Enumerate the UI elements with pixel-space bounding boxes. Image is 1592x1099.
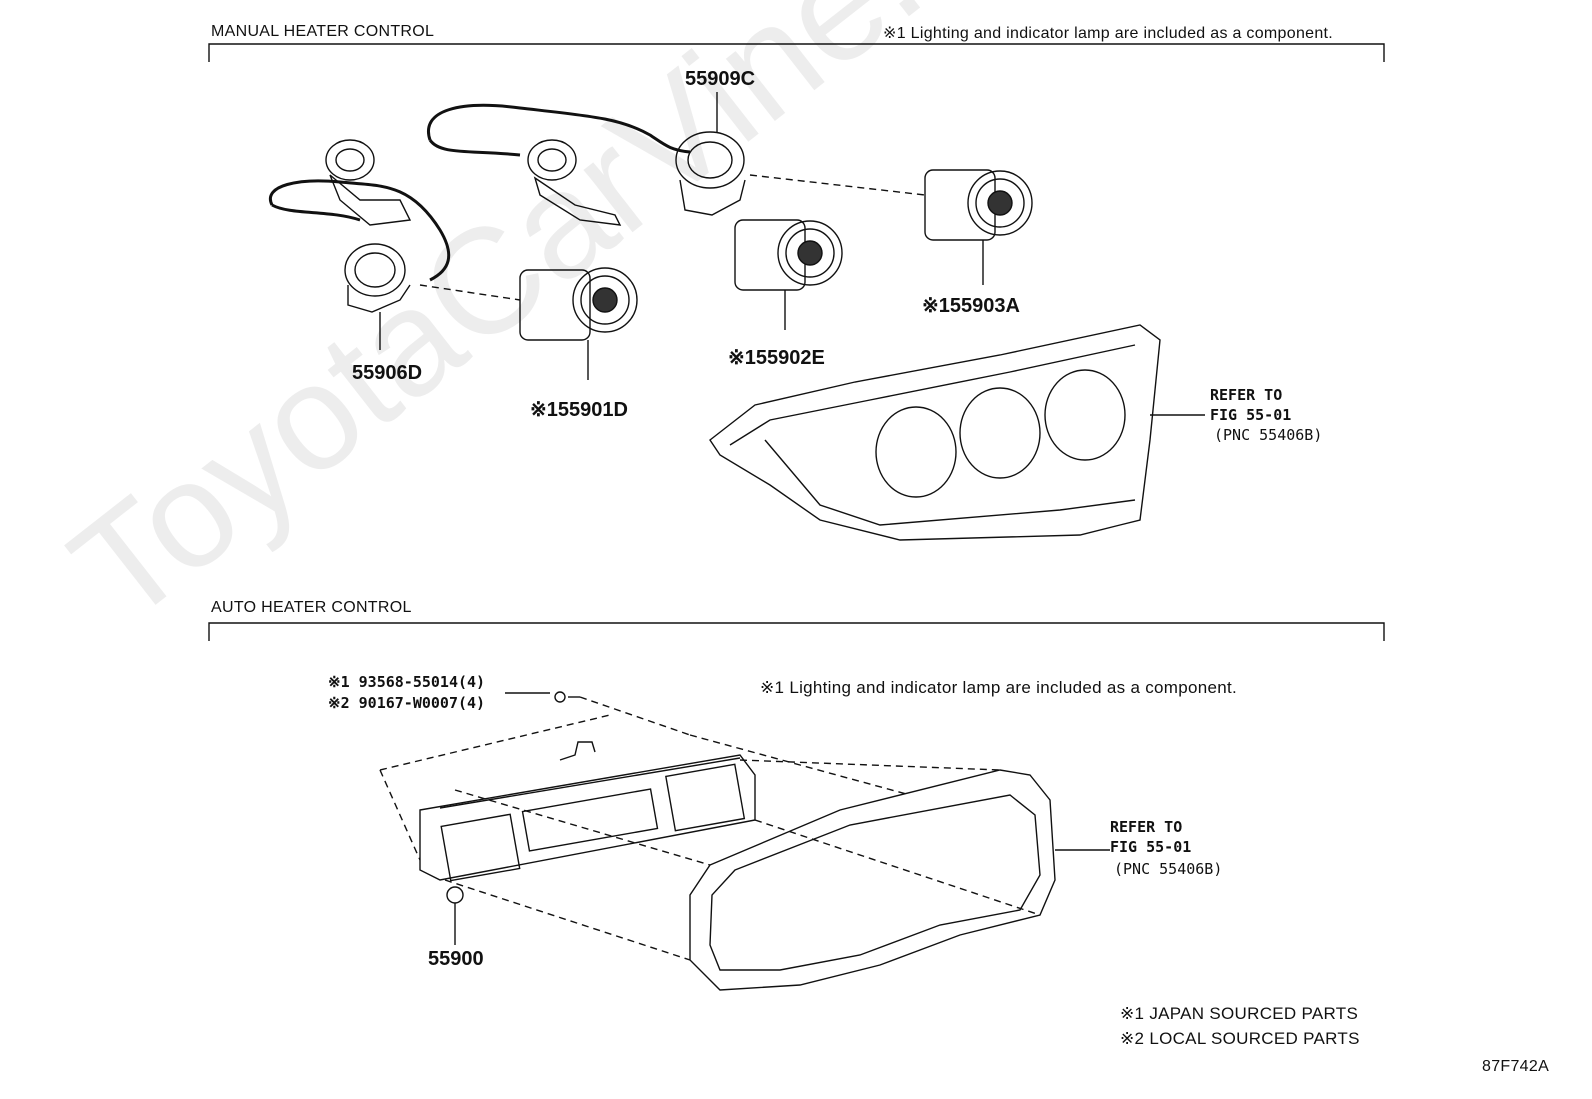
part-55906d-drawing: [344, 243, 411, 350]
knob-55901d-drawing: [519, 267, 638, 380]
part-label-55909c: 55909C: [685, 68, 756, 90]
part-label-55903a: ※155903A: [922, 295, 1020, 317]
screw-part-line1: ※1 93568-55014(4): [328, 673, 486, 691]
manual-dashed-leaders: [419, 174, 926, 301]
screw-drawing: [505, 691, 580, 703]
auto-refer-line2: FIG 55-01: [1110, 838, 1192, 856]
part-label-55906d: 55906D: [352, 362, 423, 384]
control-cables: [268, 103, 691, 282]
manual-bezel-panel: [709, 324, 1205, 541]
part-label-55900: 55900: [428, 948, 484, 970]
cable-bracket-left: [325, 139, 412, 226]
manual-refer-line1: REFER TO: [1210, 386, 1283, 404]
legend-local: ※2 LOCAL SOURCED PARTS: [1120, 1029, 1360, 1048]
auto-refer-line1: REFER TO: [1110, 818, 1183, 836]
auto-section-title: AUTO HEATER CONTROL: [211, 599, 412, 616]
part-label-55901d: ※155901D: [530, 399, 628, 421]
legend-japan: ※1 JAPAN SOURCED PARTS: [1120, 1004, 1359, 1023]
auto-refer-line3: (PNC 55406B): [1114, 860, 1223, 878]
manual-refer-line2: FIG 55-01: [1210, 406, 1292, 424]
knob-55902e-drawing: [734, 219, 843, 330]
auto-dashed-leaders: [379, 696, 1041, 961]
manual-refer-line3: (PNC 55406B): [1214, 426, 1323, 444]
manual-section-bracket: [208, 43, 1385, 62]
auto-bezel-drawing: [689, 769, 1110, 991]
screw-part-line2: ※2 90167-W0007(4): [328, 694, 486, 712]
auto-control-unit-drawing: [419, 741, 756, 945]
knob-55903a-drawing: [924, 169, 1033, 285]
figure-code: 87F742A: [1482, 1058, 1550, 1075]
auto-section-bracket: [208, 622, 1385, 641]
part-label-55902e: ※155902E: [728, 347, 825, 369]
cable-bracket-middle: [527, 139, 622, 226]
part-55909c-drawing: [675, 92, 746, 216]
manual-section-note: ※1 Lighting and indicator lamp are inclu…: [883, 25, 1334, 42]
auto-section-note: ※1 Lighting and indicator lamp are inclu…: [760, 678, 1238, 697]
manual-section-title: MANUAL HEATER CONTROL: [211, 23, 435, 40]
